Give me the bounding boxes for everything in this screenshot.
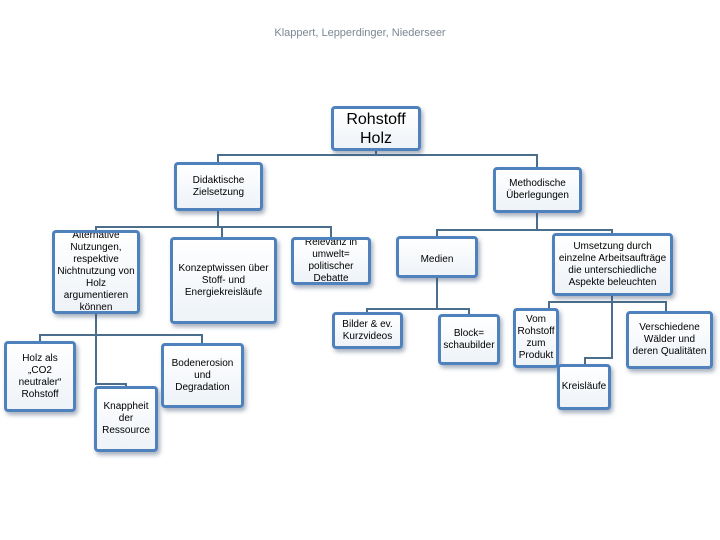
connector-medien-block bbox=[437, 308, 470, 316]
connector-alternative-knappheit bbox=[95, 335, 127, 388]
connector-alternative-holzco2 bbox=[39, 313, 97, 343]
connector-didaktik-relevanz bbox=[222, 226, 332, 239]
node-didaktische-zielsetzung: Didaktische Zielsetzung bbox=[174, 162, 263, 211]
node-bodenerosion: Bodenerosion und Degradation bbox=[161, 343, 244, 408]
connector-root-methodik bbox=[376, 154, 538, 169]
header-authors: Klappert, Lepperdinger, Niederseer bbox=[274, 27, 446, 39]
node-alternative-nutzungen: Alternative Nutzungen, respektive Nichtn… bbox=[52, 230, 140, 314]
connector-alternative-bodenerosion bbox=[96, 334, 203, 345]
node-block-schaubilder: Block= schaubilder bbox=[438, 314, 500, 365]
connector-root-didaktik bbox=[217, 147, 377, 164]
connector-umsetzung-kreislaeufe bbox=[584, 302, 613, 366]
node-medien: Medien bbox=[396, 236, 478, 278]
node-konzeptwissen: Konzeptwissen über Stoff- und Energiekre… bbox=[170, 237, 277, 324]
node-umsetzung: Umsetzung durch einzelne Arbeitsaufträge… bbox=[552, 233, 673, 296]
node-holz-co2-neutral: Holz als „CO2 neutraler“ Rohstoff bbox=[4, 341, 76, 412]
connector-methodik-medien bbox=[436, 213, 538, 238]
node-vom-rohstoff: Vom Rohstoff zum Produkt bbox=[513, 308, 559, 368]
node-rohstoff-holz: Rohstoff Holz bbox=[331, 106, 421, 151]
connector-umsetzung-waelder bbox=[612, 301, 667, 313]
node-knappheit: Knappheit der Ressource bbox=[94, 386, 158, 452]
node-relevanz: Relevanz in umwelt= politischer Debatte bbox=[291, 237, 371, 285]
node-kreislaeufe: Kreisläufe bbox=[557, 364, 611, 410]
connector-medien-bilder bbox=[366, 278, 438, 314]
node-verschiedene-waelder: Verschiedene Wälder und deren Qualitäten bbox=[626, 311, 713, 369]
node-bilder-kurzvideos: Bilder & ev. Kurzvideos bbox=[332, 312, 403, 349]
node-methodische-ueberlegungen: Methodische Überlegungen bbox=[493, 167, 582, 213]
connector-umsetzung-vomrohstoff bbox=[548, 295, 613, 310]
